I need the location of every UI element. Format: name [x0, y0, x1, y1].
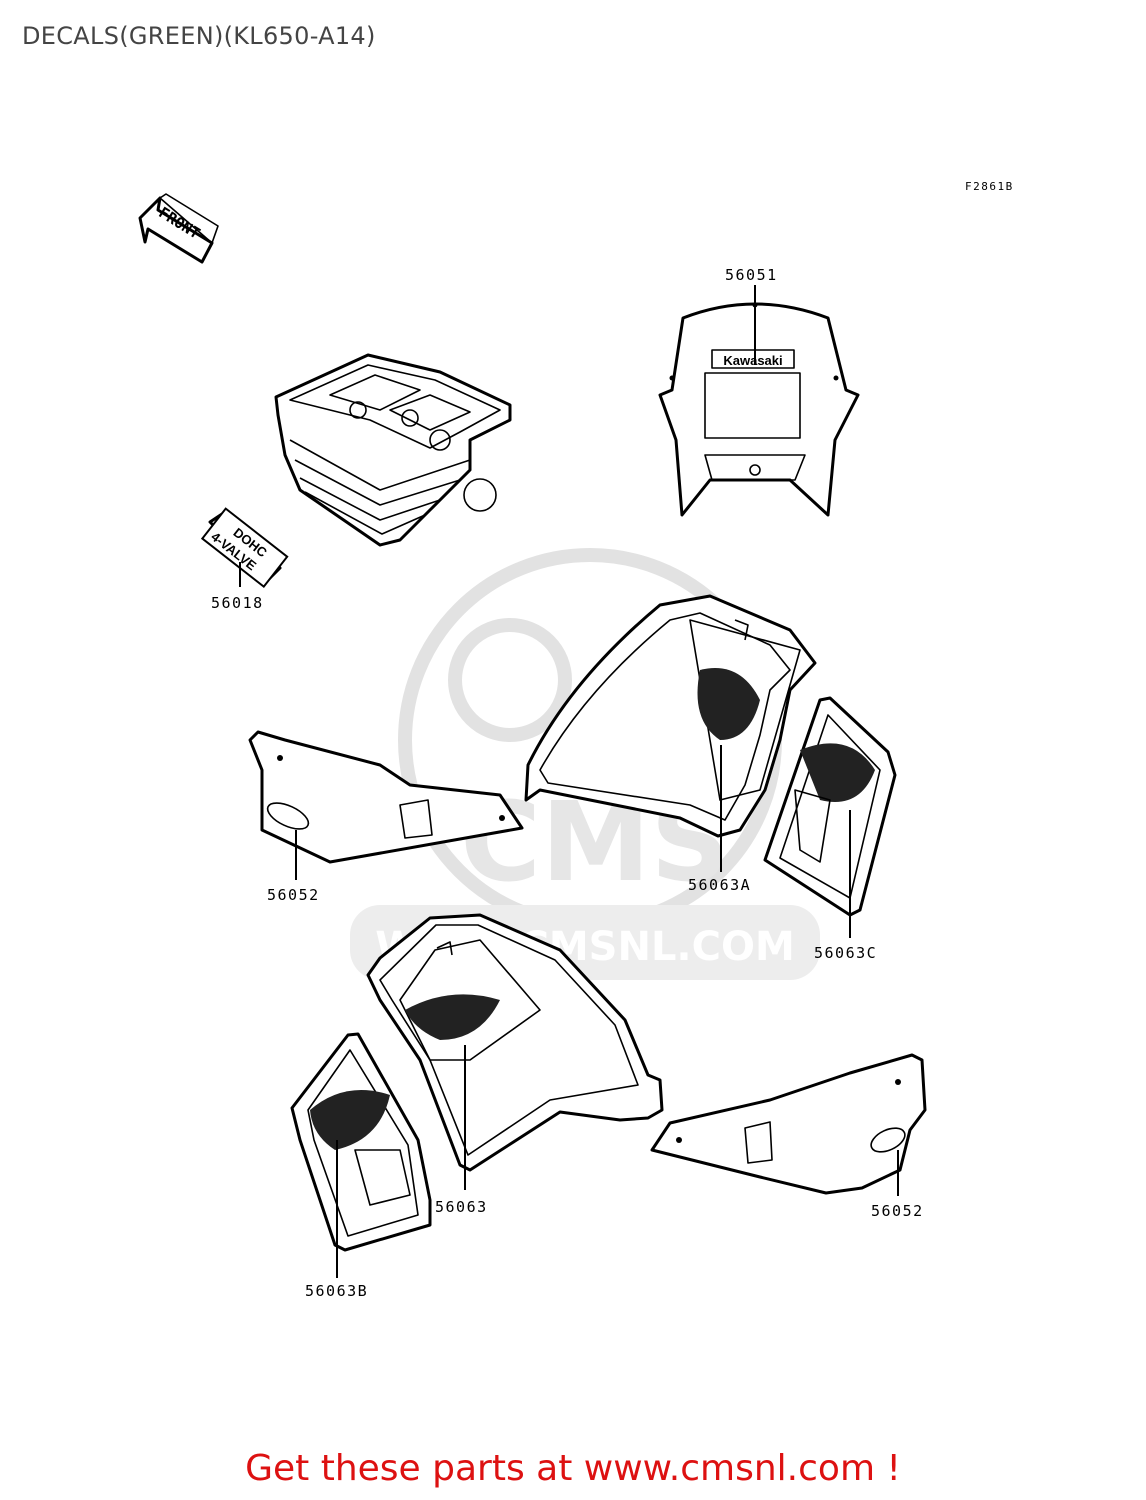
- part-number-56063a: 56063A: [688, 876, 751, 894]
- page-title: DECALS(GREEN)(KL650-A14): [22, 22, 376, 50]
- shroud-56063-drawing: [366, 913, 664, 1190]
- part-number-56018: 56018: [211, 594, 264, 612]
- cylinder-head-drawing: [274, 353, 512, 547]
- fairing-drawing: Kawasaki: [658, 285, 860, 517]
- part-number-56063b: 56063B: [305, 1282, 368, 1300]
- shroud-56063b-drawing: [290, 1032, 432, 1278]
- shroud-56063a-drawing: [524, 594, 817, 872]
- front-arrow-icon: FRONT: [138, 193, 219, 264]
- figure-code: F2861B: [965, 180, 1014, 193]
- footer-link[interactable]: Get these parts at www.cmsnl.com !: [245, 1448, 901, 1489]
- side-cover-right-drawing: [650, 1053, 927, 1196]
- part-number-56063c: 56063C: [814, 944, 877, 962]
- side-cover-left-drawing: [248, 730, 524, 880]
- fairing-logo-text: Kawasaki: [723, 353, 782, 368]
- decal-dohc-4-valve: DOHC 4-VALVE: [200, 507, 289, 589]
- part-number-56051: 56051: [725, 266, 778, 284]
- part-number-56052-right: 56052: [871, 1202, 924, 1220]
- part-number-56063: 56063: [435, 1198, 488, 1216]
- part-number-56052-left: 56052: [267, 886, 320, 904]
- shroud-56063c-drawing: [763, 696, 897, 938]
